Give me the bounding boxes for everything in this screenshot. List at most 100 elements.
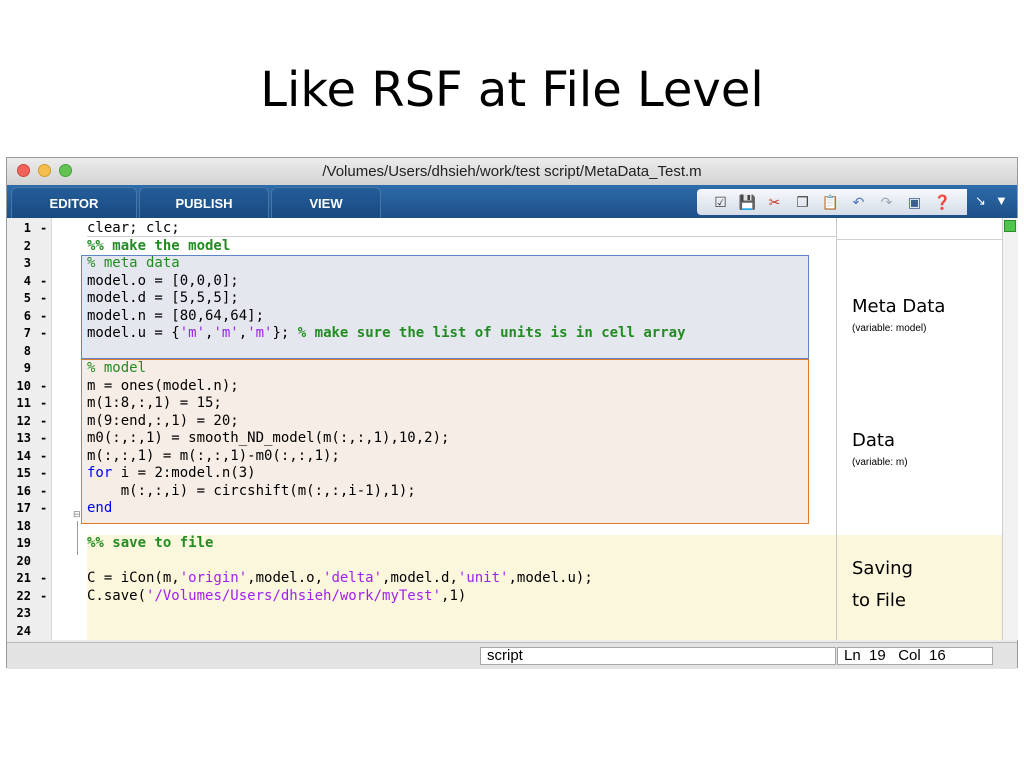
code-line-6: model.n = [80,64,64]; [87,307,265,324]
code-token: }; [272,325,298,341]
code-line-22: C.save('/Volumes/Users/dhsieh/work/myTes… [87,588,466,606]
line-number: 14 [16,448,31,463]
line-number: 5 [23,291,31,305]
code-token: C = iCon(m, [87,570,180,586]
zoom-window-button[interactable] [59,164,72,177]
executable-line-marker[interactable]: - [40,291,48,305]
executable-line-marker[interactable]: - [40,273,48,288]
breakpoint-column[interactable] [39,218,52,640]
redo-icon[interactable]: ↷ [880,194,893,210]
line-number: 17 [16,501,31,515]
code-token: ,1) [441,587,467,604]
line-number-gutter [7,218,39,640]
find-files-icon[interactable]: ☑ [714,194,727,210]
line-number: 15 [16,466,31,480]
executable-line-marker[interactable]: - [40,588,48,603]
switch-windows-icon[interactable]: ▣ [907,194,922,210]
code-line-7: model.u = {'m','m','m'}; % make sure the… [87,325,686,343]
line-number: 16 [16,483,31,498]
line-number: 24 [16,623,31,638]
code-token: ,model.o, [247,570,324,586]
code-line-19: %% save to file [87,535,214,551]
copy-icon[interactable]: ❐ [796,194,809,210]
executable-line-marker[interactable]: - [40,571,48,585]
code-line-1: clear; clc; [87,220,180,236]
vertical-scrollbar[interactable] [1002,218,1018,640]
code-line-12: m(9:end,:,1) = 20; [87,412,239,429]
line-number: 9 [23,361,31,375]
executable-line-marker[interactable]: - [40,413,48,428]
string-token: 'm' [179,325,206,341]
code-token: C.save( [87,587,147,604]
meta-data-sublabel: (variable: model) [852,323,927,334]
executable-line-marker[interactable]: - [40,431,48,445]
executable-line-marker[interactable]: - [40,396,48,410]
string-token: 'delta' [323,570,383,586]
string-token: 'unit' [457,570,509,586]
help-icon[interactable]: ❓ [933,194,952,210]
executable-line-marker[interactable]: - [40,466,48,480]
code-line-16: m(:,:,i) = circshift(m(:,:,i-1),1); [87,482,416,499]
line-number: 7 [23,326,31,340]
code-line-4: model.o = [0,0,0]; [87,272,239,289]
code-token: i = 2:model.n(3) [112,465,256,481]
executable-line-marker[interactable]: - [40,448,48,463]
code-line-9: % model [87,360,147,376]
undo-icon[interactable]: ↶ [852,194,865,210]
executable-line-marker[interactable]: - [40,221,48,235]
fold-minus-icon[interactable]: ⊟ [73,509,81,519]
meta-data-label: Meta Data [852,296,946,317]
quick-access-toolbar: ☑ 💾 ✂ ❐ 📋 ↶ ↷ ▣ ❓ [697,189,967,215]
code-token: ,model.d, [382,570,458,586]
save-icon[interactable]: 💾 [738,194,757,210]
string-token: 'm' [247,325,273,341]
close-window-button[interactable] [17,164,30,177]
line-number: 10 [16,378,31,393]
line-number: 1 [23,221,31,235]
code-analyzer-status-indicator[interactable] [1004,220,1016,232]
code-line-3: % meta data [87,255,180,271]
cut-icon[interactable]: ✂ [768,194,781,210]
line-number: 3 [23,256,31,270]
status-bar: script Ln 19 Col 16 [7,642,1017,669]
save-cell-highlight-margin [836,535,1002,640]
string-token: 'm' [213,325,239,341]
title-bar[interactable]: /Volumes/Users/dhsieh/work/test script/M… [7,158,1017,186]
code-line-11: m(1:8,:,1) = 15; [87,395,222,411]
code-token: ,model.u); [508,570,593,586]
line-number: 20 [16,553,31,568]
executable-line-marker[interactable]: - [40,308,48,323]
tab-view[interactable]: VIEW [271,187,381,218]
string-token: 'origin' [179,570,248,586]
executable-line-marker[interactable]: - [40,483,48,498]
executable-line-marker[interactable]: - [40,501,48,515]
tab-editor[interactable]: EDITOR [11,187,137,218]
code-line-15: for i = 2:model.n(3) [87,465,256,483]
fold-line [77,521,78,555]
window-title: /Volumes/Users/dhsieh/work/test script/M… [322,163,702,180]
data-label: Data [852,430,895,451]
tab-publish[interactable]: PUBLISH [139,187,269,218]
paste-icon[interactable]: 📋 [821,194,840,210]
executable-line-marker[interactable]: - [40,378,48,393]
data-sublabel: (variable: m) [852,457,908,468]
saving-label-line1: Saving [852,558,913,579]
line-number: 13 [16,431,31,445]
code-line-5: model.d = [5,5,5]; [87,290,239,306]
meta-data-region [81,255,809,359]
cursor-position: Ln 19 Col 16 [837,647,993,665]
code-line-10: m = ones(model.n); [87,377,239,394]
code-line-13: m0(:,:,1) = smooth_ND_model(m(:,:,1),10,… [87,430,450,446]
string-token: '/Volumes/Users/dhsieh/work/myTest' [146,587,442,604]
line-number: 21 [16,571,31,585]
minimize-window-button[interactable] [38,164,51,177]
ribbon: EDITOR PUBLISH VIEW ☑ 💾 ✂ ❐ 📋 ↶ ↷ ▣ ❓ ↘ … [7,185,1017,218]
chevron-down-icon[interactable]: ▼ [995,193,1008,208]
executable-line-marker[interactable]: - [40,326,48,340]
line-number: 12 [16,413,31,428]
data-region [81,359,809,524]
line-number: 8 [23,343,31,358]
line-number: 11 [16,396,31,410]
expand-toolstrip-icon[interactable]: ↘ [975,193,986,208]
